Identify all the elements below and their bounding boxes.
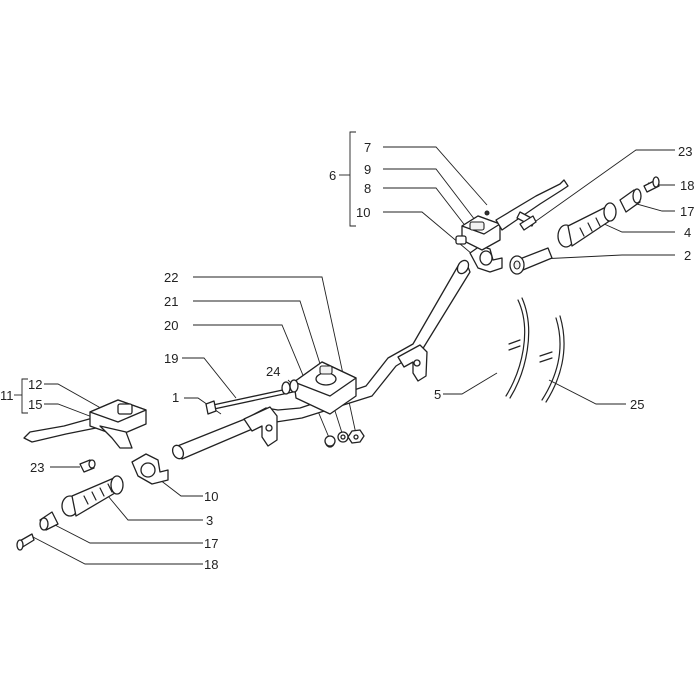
- label-4: 4: [684, 225, 691, 240]
- label-22: 22: [164, 270, 178, 285]
- label-10-bottom: 10: [204, 489, 218, 504]
- cable-5: [505, 297, 530, 399]
- label-1: 1: [172, 390, 179, 405]
- right-grip-inner: [509, 247, 553, 275]
- nut-washer-set: [324, 429, 365, 447]
- label-2: 2: [684, 248, 691, 263]
- right-end-screw: [643, 176, 660, 193]
- right-grip-end: [619, 188, 642, 213]
- center-clamp: [293, 361, 357, 415]
- label-21: 21: [164, 294, 178, 309]
- cable-25: [539, 315, 565, 403]
- label-8: 8: [364, 181, 371, 196]
- right-clamp-10: [469, 245, 503, 273]
- left-switch-body: [89, 399, 147, 449]
- label-7: 7: [364, 140, 371, 155]
- label-11: 11: [0, 388, 14, 403]
- label-6: 6: [329, 168, 336, 183]
- label-10-top: 10: [356, 205, 370, 220]
- right-master-cylinder: [455, 210, 501, 251]
- label-23-right: 23: [678, 144, 692, 159]
- label-17-left: 17: [204, 536, 218, 551]
- label-18-left: 18: [204, 557, 218, 572]
- left-grip-end: [39, 511, 59, 531]
- label-20: 20: [164, 318, 178, 333]
- label-18-right: 18: [680, 178, 694, 193]
- label-3: 3: [206, 513, 213, 528]
- label-23-left: 23: [30, 460, 44, 475]
- label-17-right: 17: [680, 204, 694, 219]
- label-5: 5: [434, 387, 441, 402]
- label-9: 9: [364, 162, 371, 177]
- right-grip: [557, 202, 617, 248]
- label-24: 24: [266, 364, 280, 379]
- left-clamp-10: [131, 453, 169, 485]
- label-25: 25: [630, 397, 644, 412]
- label-19: 19: [164, 351, 178, 366]
- left-small-part-23: [79, 459, 96, 473]
- handlebar-tube: [171, 259, 471, 460]
- part-labels: 1 2 3 4 5 6 7 8 9 10 10 11 12 15 17 17 1…: [0, 140, 694, 572]
- left-grip: [61, 475, 124, 517]
- label-15: 15: [28, 397, 42, 412]
- left-end-screw: [16, 533, 35, 551]
- right-small-part-23: [519, 215, 537, 231]
- leader-lines: [14, 131, 675, 565]
- label-12: 12: [28, 377, 42, 392]
